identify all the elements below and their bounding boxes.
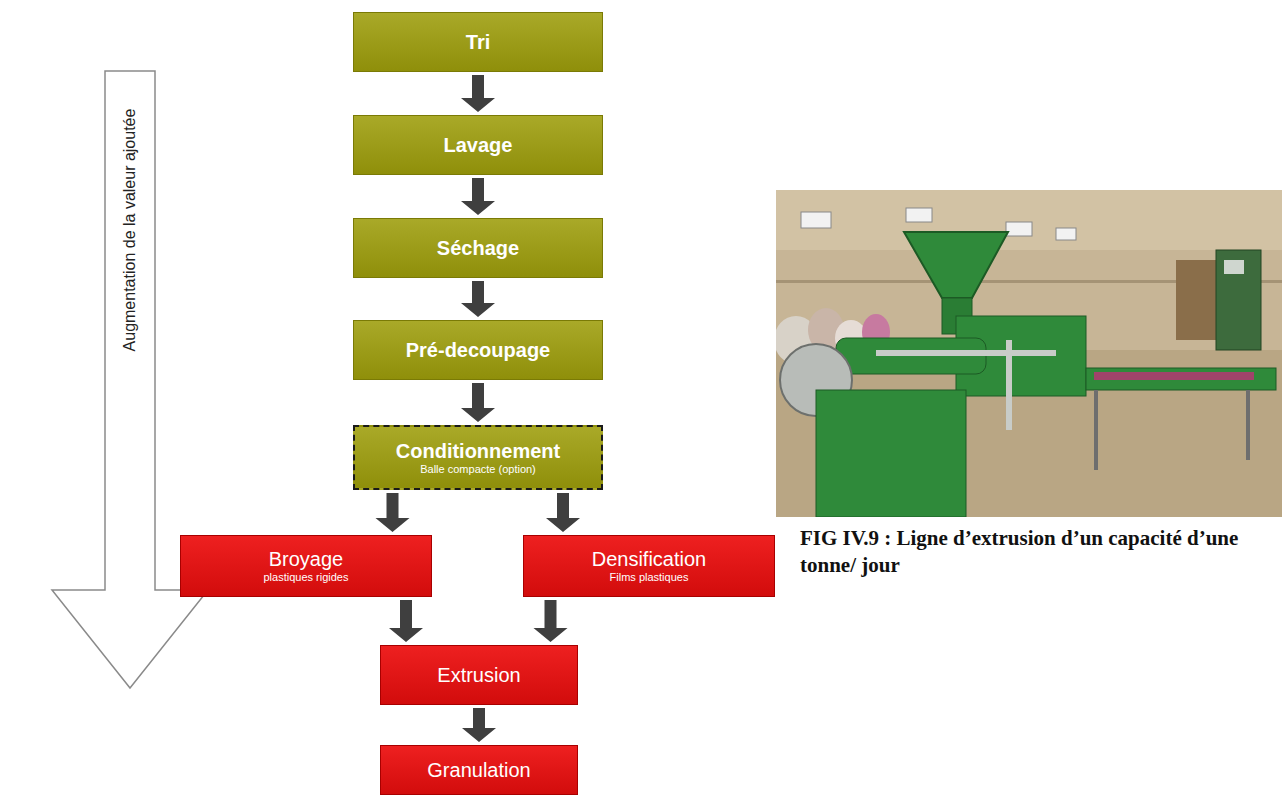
process-box: Extrusion	[380, 645, 578, 705]
flow-arrow	[461, 178, 495, 215]
box-title: Granulation	[421, 759, 536, 782]
process-box: Pré-decoupage	[353, 320, 603, 380]
box-title: Séchage	[431, 237, 525, 260]
box-subtitle: Films plastiques	[604, 571, 695, 584]
flow-arrow	[376, 493, 410, 532]
box-title: Broyage	[263, 548, 350, 571]
box-title: Lavage	[438, 134, 519, 157]
flow-arrow	[389, 600, 423, 642]
process-box: DensificationFilms plastiques	[523, 535, 775, 597]
flow-arrow	[462, 708, 496, 742]
flow-arrow	[546, 493, 580, 532]
box-subtitle: plastiques rigides	[258, 571, 355, 584]
flow-arrow	[534, 600, 568, 642]
process-box: Broyageplastiques rigides	[180, 535, 432, 597]
process-box: Granulation	[380, 745, 578, 795]
figure-caption: FIG IV.9 : Ligne d’extrusion d’un capaci…	[800, 525, 1260, 580]
process-box: Lavage	[353, 115, 603, 175]
box-title: Extrusion	[431, 664, 526, 687]
box-title: Tri	[460, 31, 496, 54]
process-box: Tri	[353, 12, 603, 72]
box-title: Pré-decoupage	[400, 339, 556, 362]
hollow-arrow: Augmentation de la valeur ajoutée	[50, 70, 210, 690]
process-box: Séchage	[353, 218, 603, 278]
box-title: Densification	[586, 548, 713, 571]
box-subtitle: Balle compacte (option)	[414, 463, 542, 476]
process-box: ConditionnementBalle compacte (option)	[353, 425, 603, 490]
extrusion-line-photo	[776, 190, 1282, 517]
flow-arrow	[461, 75, 495, 112]
axis-label: Augmentation de la valeur ajoutée	[121, 109, 139, 352]
flow-arrow	[461, 281, 495, 317]
box-title: Conditionnement	[390, 440, 566, 463]
flow-arrow	[461, 383, 495, 422]
